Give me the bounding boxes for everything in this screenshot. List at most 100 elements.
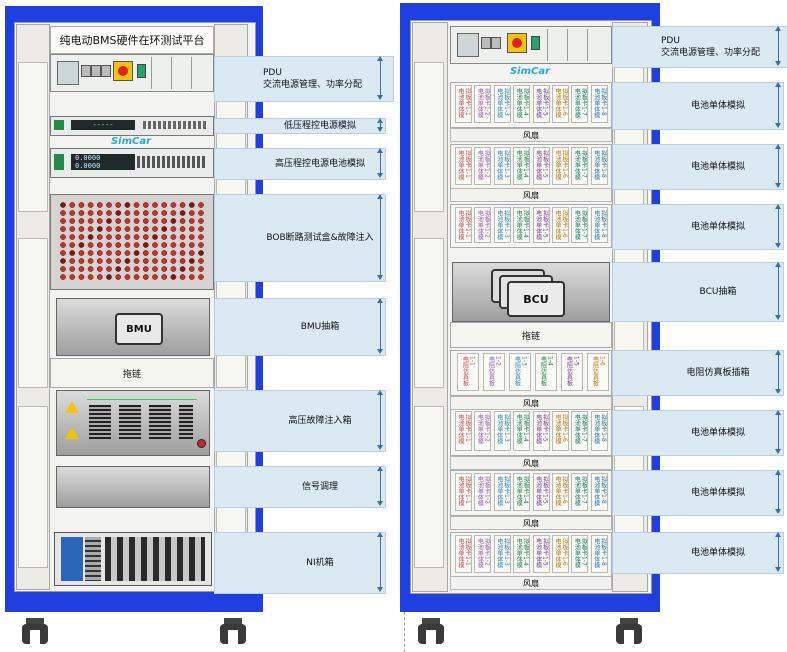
cell-card-label: 电池单体模	[554, 210, 561, 240]
bob-terminal	[170, 242, 177, 248]
bob-terminal	[115, 234, 122, 240]
bob-terminal	[133, 202, 140, 208]
bob-terminal	[152, 250, 158, 256]
cell-card: 电池单体模拟板卡1-3	[493, 85, 511, 123]
bob-terminal	[115, 210, 122, 216]
bob-terminal	[124, 274, 131, 280]
fan-label: 风扇	[450, 188, 612, 202]
cell-card-label: 电池单体模	[457, 476, 464, 506]
bob-terminal	[106, 210, 112, 216]
bob-terminal	[161, 202, 168, 208]
warning-icon	[65, 427, 79, 439]
cell-card: 电池单体模拟板卡1-2	[474, 147, 492, 185]
dimension-arrow	[775, 26, 781, 66]
bob-terminal	[188, 234, 195, 240]
bob-terminal	[198, 210, 204, 216]
cell-card: 电池单体模拟板卡1-7	[571, 411, 589, 451]
right-label-box: 电池单体模拟	[612, 144, 784, 190]
bob-terminal	[161, 274, 168, 280]
cell-card: 电池单体模拟板卡1-1	[455, 147, 472, 185]
bob-terminal	[152, 266, 158, 272]
bob-terminal	[124, 266, 131, 272]
bob-terminal	[115, 258, 122, 264]
left-label-box: 信号调理	[214, 466, 386, 508]
bob-terminal	[198, 266, 204, 272]
high-voltage-psu: 0.0000 0.0000	[50, 148, 214, 178]
cell-card-label: 电池单体模	[476, 476, 484, 506]
cell-card-label: 电池单体模	[515, 88, 523, 118]
bob-terminal	[198, 242, 204, 248]
cell-card: 电池单体模拟板卡1-5	[532, 85, 550, 123]
bob-terminal	[152, 242, 158, 248]
dimension-arrow	[377, 298, 383, 354]
cell-card: 电池单体模拟板卡1-3	[493, 147, 511, 185]
bob-terminal	[188, 274, 195, 280]
cell-card: 电池单体模拟板卡1-3	[493, 207, 511, 243]
bob-terminal	[69, 202, 76, 208]
cell-card-label: 电池单体模	[592, 476, 600, 506]
bob-terminal	[69, 258, 76, 264]
bob-terminal	[179, 258, 186, 264]
cell-card-code: 拟板卡1-3	[502, 88, 510, 116]
bob-terminal	[87, 218, 94, 224]
resistor-card-code: 1-2	[494, 356, 502, 366]
cell-card-label: 电池单体模	[534, 88, 542, 118]
bob-terminal	[60, 266, 66, 272]
bob-terminal	[96, 250, 103, 256]
cell-card: 电池单体模拟板卡1-7	[571, 207, 589, 243]
right-label-text: 电池单体模拟	[690, 488, 745, 498]
bob-terminal	[161, 234, 168, 240]
cell-card-label: 电池单体模	[476, 414, 484, 444]
cell-card: 电池单体模拟板卡1-4	[513, 473, 531, 511]
bob-terminal	[115, 266, 122, 272]
cell-card-code: 拟板卡1-1	[464, 414, 471, 442]
bob-terminal	[142, 242, 149, 248]
bob-terminal	[124, 210, 131, 216]
fan-label: 风扇	[450, 576, 612, 590]
bob-terminal	[87, 202, 94, 208]
cell-card: 电池单体模拟板卡1-1	[455, 535, 472, 573]
cell-card-code: 拟板卡1-4	[522, 476, 530, 504]
cell-card-label: 电池单体模	[476, 538, 484, 568]
left-rack-title-plate: 纯电动BMS硬件在环测试平台	[50, 26, 214, 54]
bob-terminal	[188, 202, 195, 208]
cell-card: 电池单体模拟板卡1-4	[513, 147, 531, 185]
right-label-box: 电池单体模拟	[612, 410, 784, 456]
bob-terminal	[152, 226, 158, 232]
dimension-arrow	[377, 390, 383, 450]
cell-card-code: 拟板卡1-3	[502, 414, 510, 442]
cell-card-code: 拟板卡1-6	[561, 150, 568, 178]
bmu-box-icon: BMU	[115, 313, 163, 345]
bob-terminal	[152, 218, 158, 224]
cell-card-code: 拟板卡1-5	[541, 150, 549, 178]
bob-terminal	[69, 242, 76, 248]
bob-terminal	[115, 218, 122, 224]
right-label-text: BCU抽箱	[699, 287, 737, 297]
bob-terminal	[106, 266, 112, 272]
left-label-text: 高压故障注入箱	[288, 416, 352, 426]
bob-terminal	[87, 258, 94, 264]
cell-card: 电池单体模拟板卡1-2	[474, 473, 492, 511]
cell-card-code: 拟板卡1-5	[541, 210, 549, 238]
bob-terminal	[78, 218, 85, 224]
bob-terminal	[69, 210, 76, 216]
warning-icon	[65, 401, 79, 413]
cell-card-code: 拟板卡1-7	[580, 538, 588, 566]
signal-conditioning-box	[56, 466, 210, 508]
right-drag-chain: 拖链	[450, 322, 612, 348]
bob-terminal	[78, 242, 85, 248]
cell-card-label: 电池单体模	[515, 538, 523, 568]
cell-card-label: 电池单体模	[457, 150, 464, 180]
bob-terminal	[78, 202, 85, 208]
bob-terminal	[170, 218, 177, 224]
hv-psu-display: 0.0000 0.0000	[71, 154, 135, 170]
right-simcar-logo: SimCar	[509, 65, 551, 77]
bob-terminal	[96, 226, 103, 232]
resistor-card-label: 电阻仿真板	[513, 356, 521, 386]
cell-card: 电池单体模拟板卡1-5	[532, 473, 550, 511]
cell-card-label: 电池单体模	[592, 414, 600, 444]
